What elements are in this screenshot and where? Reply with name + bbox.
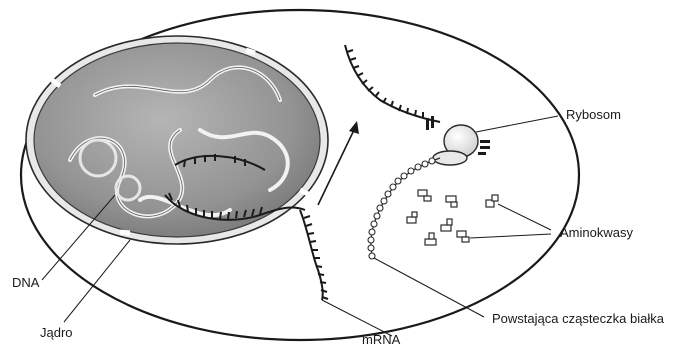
label-nucleus: Jądro (40, 326, 73, 339)
label-nascent-protein: Powstająca cząsteczka białka (492, 312, 664, 325)
label-amino-acids: Aminokwasy (560, 226, 633, 239)
nuclear-pore (246, 50, 255, 53)
nuclear-pore (120, 232, 130, 233)
label-mrna: mRNA (362, 333, 400, 346)
label-dna: DNA (12, 276, 39, 289)
nucleus (26, 36, 328, 244)
label-ribosome: Rybosom (566, 108, 621, 121)
